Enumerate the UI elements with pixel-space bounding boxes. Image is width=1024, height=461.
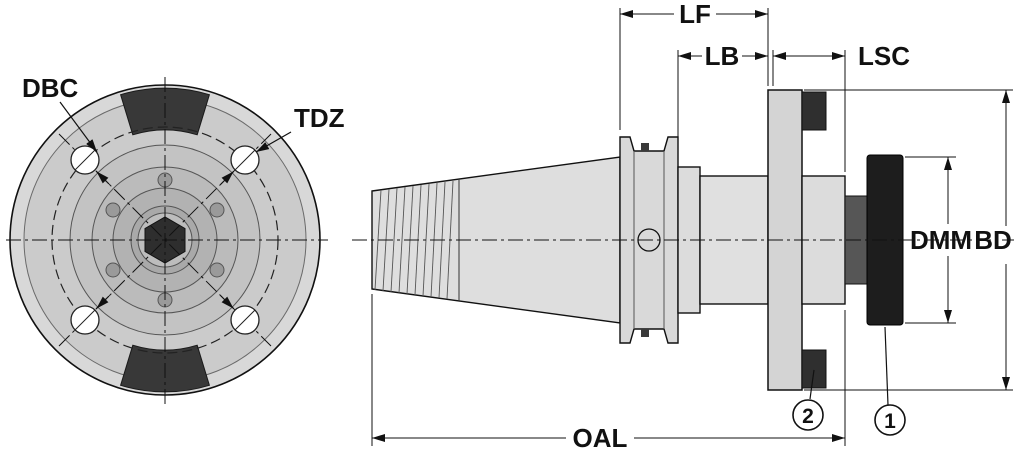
dim-lf: LF xyxy=(619,0,769,130)
side-view xyxy=(352,89,1014,391)
drive-key-top-side xyxy=(801,91,827,131)
mounting-hole xyxy=(105,262,121,278)
balloon-1-number: 1 xyxy=(884,410,896,433)
drive-key-bottom-side xyxy=(801,349,827,389)
bolt-hole-slash xyxy=(234,149,256,171)
dim-lsc: LSC xyxy=(772,41,910,172)
bolt-holes xyxy=(70,145,260,335)
gripper-notch-top xyxy=(641,143,649,151)
balloon-2-circle xyxy=(792,399,824,431)
dbc-label: DBC xyxy=(22,73,79,103)
bolt-circle-arrow xyxy=(95,295,110,310)
dmm-label: DMM xyxy=(910,225,972,255)
oal-label: OAL xyxy=(573,423,628,453)
dim-dmm: DMM xyxy=(905,156,972,324)
dim-oal: OAL xyxy=(371,294,846,453)
bolt-circle-arrow xyxy=(95,170,110,185)
dim-bd: BD xyxy=(804,89,1013,391)
tdz-label: TDZ xyxy=(294,103,345,133)
tdz-leader-arrow xyxy=(255,131,292,153)
bolt-hole-slash xyxy=(74,149,96,171)
bolt-circle-arrows xyxy=(95,170,235,310)
dbc-leader-arrow xyxy=(59,101,98,153)
dimensions: LF LB LSC DMM BD xyxy=(371,0,1013,453)
bolt-hole-slash xyxy=(74,309,96,331)
lb-label: LB xyxy=(705,41,740,71)
balloon-2: 2 xyxy=(792,369,824,431)
mounting-hole xyxy=(209,202,225,218)
balloon-1-circle xyxy=(874,404,906,436)
bolt-circle-arrow xyxy=(220,295,235,310)
bolt-circle-arrow xyxy=(220,170,235,185)
balloon-2-number: 2 xyxy=(802,405,814,428)
balloon-1: 1 xyxy=(874,326,906,436)
bolt-hole-slash xyxy=(234,309,256,331)
bd-label: BD xyxy=(974,225,1012,255)
balloon-2-leader xyxy=(809,369,815,400)
dim-lb: LB xyxy=(677,41,768,163)
lsc-label: LSC xyxy=(858,41,910,71)
gripper-notch-bottom xyxy=(641,329,649,337)
balloon-1-leader xyxy=(884,326,889,406)
front-view: DBC TDZ xyxy=(6,73,345,404)
mounting-hole xyxy=(105,202,121,218)
lf-label: LF xyxy=(679,0,711,29)
mounting-hole xyxy=(209,262,225,278)
